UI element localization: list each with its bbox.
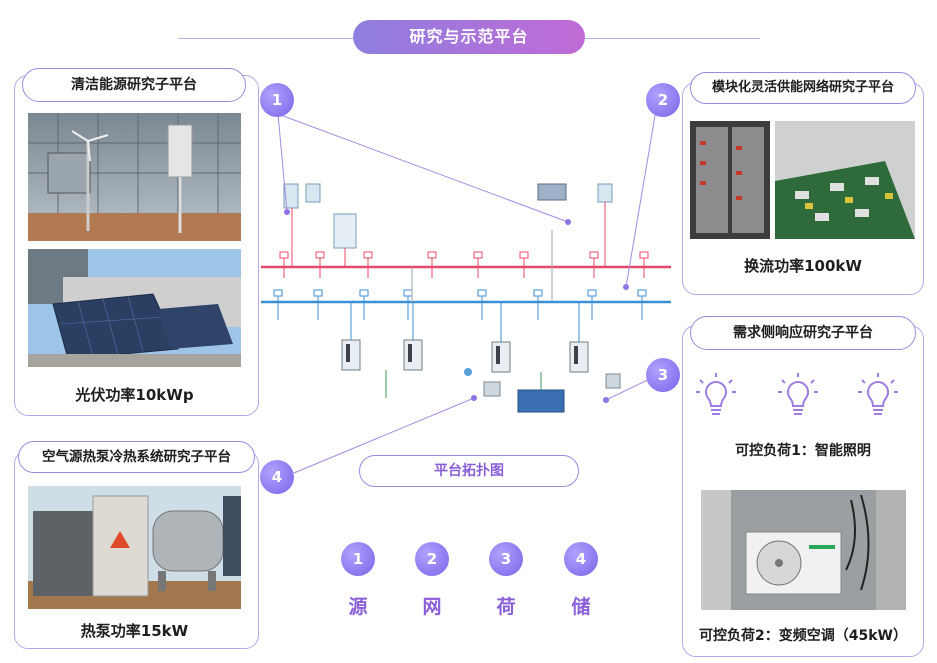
converter-power-caption: 换流功率100kW — [744, 257, 862, 275]
bulb-icon — [858, 372, 898, 420]
topology-label: 平台拓扑图 — [359, 455, 579, 487]
bulb-icon — [778, 372, 818, 420]
marker-1: 1 — [260, 83, 294, 117]
converter-cabinet-photo — [690, 121, 770, 239]
legend-label-storage: 储 — [571, 596, 591, 618]
air-conditioner-photo — [701, 490, 906, 610]
legend-circle-2: 2 — [415, 542, 449, 576]
pv-power-caption: 光伏功率10kWp — [75, 386, 194, 404]
wind-turbine-photo — [28, 113, 241, 241]
heat-pump-title: 空气源热泵冷热系统研究子平台 — [18, 441, 255, 473]
marker-3: 3 — [646, 358, 680, 392]
marker-4: 4 — [260, 460, 294, 494]
pcb-modules-photo — [775, 121, 915, 239]
heat-pump-photo — [28, 486, 241, 609]
title-rule-right — [585, 38, 760, 39]
page-title: 研究与示范平台 — [353, 20, 585, 54]
legend-circle-3: 3 — [489, 542, 523, 576]
bulb-icon — [696, 372, 736, 420]
legend-label-source: 源 — [348, 596, 368, 618]
legend-label-load: 荷 — [496, 596, 516, 618]
load1-caption: 可控负荷1：智能照明 — [735, 443, 871, 459]
topology-diagram — [256, 170, 680, 420]
title-rule-left — [178, 38, 353, 39]
load2-caption: 可控负荷2：变频空调（45kW） — [699, 628, 907, 644]
demand-response-title: 需求侧响应研究子平台 — [690, 316, 916, 350]
modular-grid-title: 模块化灵活供能网络研究子平台 — [690, 72, 916, 104]
legend-circle-1: 1 — [341, 542, 375, 576]
marker-2: 2 — [646, 83, 680, 117]
legend-circle-4: 4 — [564, 542, 598, 576]
clean-energy-title: 清洁能源研究子平台 — [22, 68, 246, 102]
legend-label-grid: 网 — [422, 596, 442, 618]
heat-pump-power-caption: 热泵功率15kW — [80, 622, 189, 640]
pv-array-photo — [28, 249, 241, 367]
